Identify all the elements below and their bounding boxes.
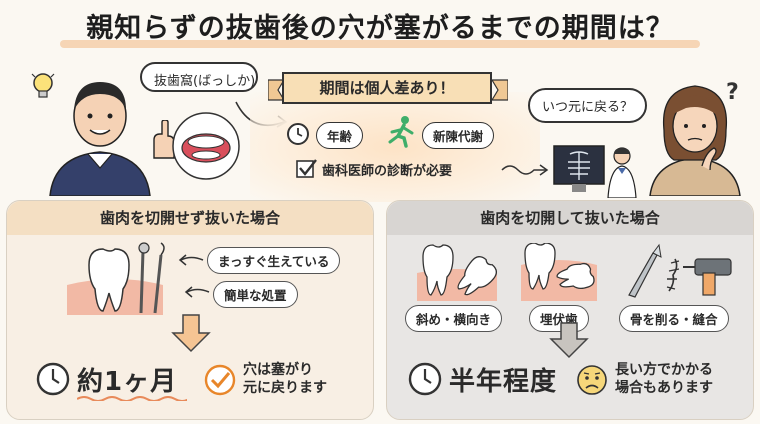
right-panel-header: 歯肉を切開して抜いた場合 (387, 201, 753, 235)
left-result-line-1: 穴は塞がり (243, 362, 313, 378)
running-person-icon (388, 116, 414, 148)
factor-age: 年齢 (316, 122, 364, 149)
doctor-speech-bubble: 抜歯窩(ばっしか) (140, 62, 258, 92)
checkbox-checked-icon (296, 159, 317, 178)
page-title: 親知らずの抜歯後の穴が塞がるまでの期間は？ (86, 13, 674, 44)
clock-icon (287, 123, 309, 145)
case-impacted: 埋伏歯 (529, 305, 589, 332)
lightbulb-icon (31, 73, 55, 98)
right-panel-incision: 歯肉を切開して抜いた場合 斜め・横向き 埋伏歯 骨を削る・縫合 半年程度 (386, 200, 754, 420)
down-arrow-icon (549, 322, 589, 359)
tilted-tooth-illustration (417, 244, 497, 301)
right-result-text: 長い方でかかる 場合もあります (615, 361, 713, 397)
check-circle-icon (204, 364, 236, 396)
title-highlight (60, 40, 700, 48)
straight-tooth-illustration (67, 248, 163, 315)
patient-speech-bubble: いつ元に戻る？ (528, 88, 648, 123)
dentist-illustration (49, 82, 151, 196)
clock-icon (36, 362, 70, 396)
arrow-left-icon (178, 254, 204, 266)
right-result-period: 半年程度 (449, 367, 558, 397)
pointing-hand-icon (153, 120, 175, 159)
factor-metabolism: 新陳代謝 (422, 122, 495, 149)
left-result-line-2: 元に戻ります (243, 380, 327, 396)
down-arrow-icon (171, 314, 211, 353)
right-result-line-1: 長い方でかかる (615, 362, 713, 378)
wavy-underline (77, 396, 187, 401)
worried-face-icon (577, 365, 607, 395)
center-glow (250, 92, 540, 202)
left-result-period: 約1ヶ月 (77, 367, 178, 397)
arrow-left-icon (184, 286, 210, 298)
surgery-tools-illustration (628, 243, 732, 298)
condition-simple: 簡単な処置 (213, 281, 298, 308)
factor-diagnosis: 歯科医師の診断が必要 (322, 164, 453, 179)
right-result-line-2: 場合もあります (615, 380, 713, 396)
clock-icon (408, 362, 442, 396)
xray-monitor-illustration (553, 145, 637, 198)
open-mouth-illustration (172, 112, 240, 180)
patient-illustration (649, 85, 741, 196)
question-mark-icon: ? (726, 80, 739, 105)
dental-tools-icon (138, 242, 165, 314)
left-result-text: 穴は塞がり 元に戻ります (243, 361, 327, 397)
case-bone-suture: 骨を削る・縫合 (619, 305, 729, 332)
condition-straight: まっすぐ生えている (207, 247, 341, 274)
impacted-tooth-illustration (521, 243, 597, 301)
left-panel-no-incision: 歯肉を切開せず抜いた場合 まっすぐ生えている 簡単な処置 約1ヶ月 穴は塞がり … (6, 200, 374, 420)
banner-ribbon (268, 79, 508, 101)
case-tilted: 斜め・横向き (405, 305, 503, 332)
squiggle-arrow-icon (501, 164, 549, 176)
left-panel-header: 歯肉を切開せず抜いた場合 (7, 201, 373, 235)
individual-difference-banner: 期間は個人差あり！ (282, 72, 492, 104)
